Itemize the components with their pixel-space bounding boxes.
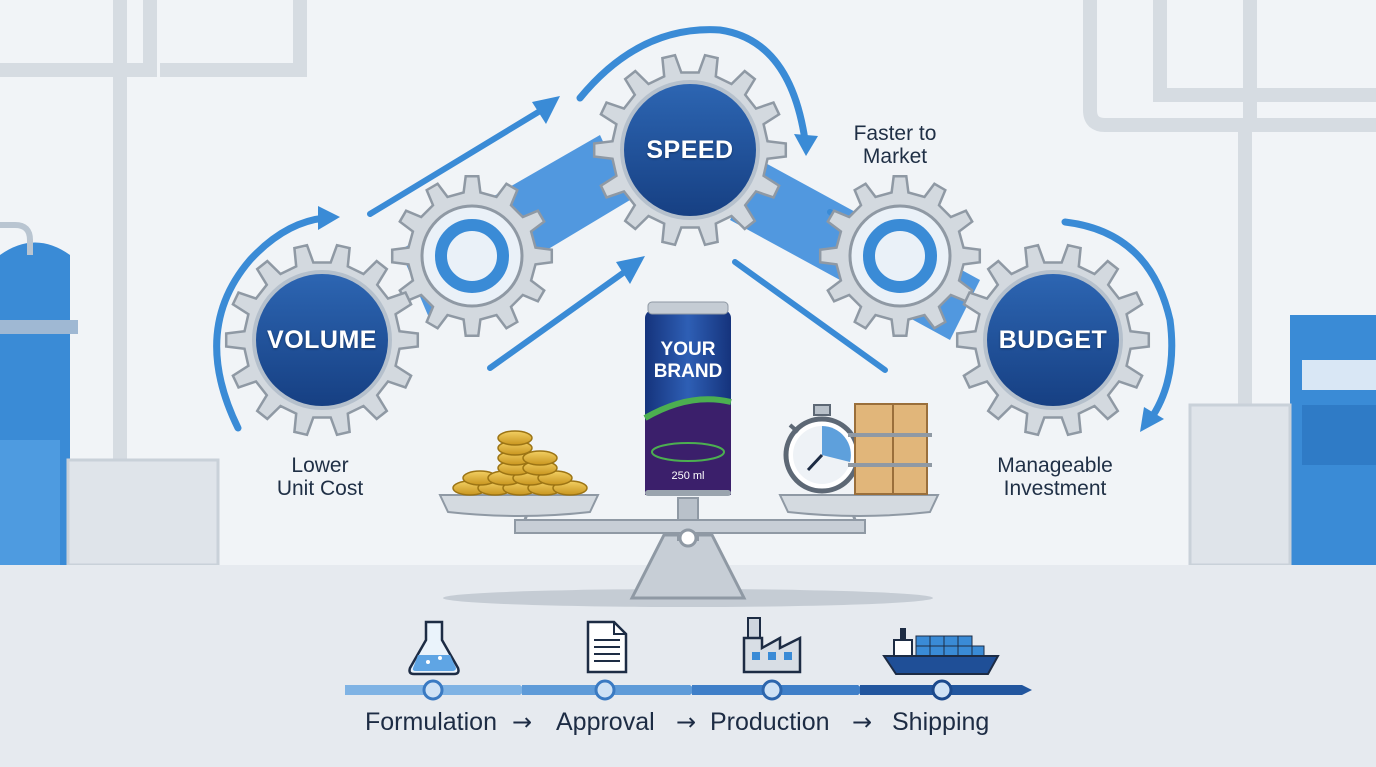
- gear-label-volume: VOLUME: [267, 326, 377, 354]
- background-pipes: [0, 0, 1376, 560]
- document-icon: [586, 620, 628, 674]
- can-text-your: YOUR: [660, 339, 716, 360]
- control-cabinet: [1188, 315, 1376, 567]
- gear-budget: [955, 243, 1151, 437]
- caption-budget-line2: Investment: [1003, 477, 1107, 501]
- can-text-brand: BRAND: [653, 361, 723, 382]
- coin: [522, 450, 558, 466]
- stopwatch-icon: [783, 404, 861, 494]
- small-gear-left: [390, 174, 554, 338]
- gear-speed: [592, 53, 788, 247]
- boxes-icon: [848, 403, 932, 495]
- step-arrow-3: →: [852, 708, 873, 736]
- caption-volume: Lower Unit Cost: [250, 454, 390, 500]
- brand-can: [643, 301, 732, 496]
- step-shipping: Shipping: [892, 708, 990, 736]
- gear-label-speed: SPEED: [646, 136, 734, 164]
- timeline-track: [345, 679, 1032, 701]
- step-arrow-1: →: [512, 708, 533, 736]
- step-approval: Approval: [556, 708, 655, 736]
- step-production: Production: [710, 708, 830, 736]
- caption-volume-line1: Lower: [291, 454, 349, 477]
- scale-icon: [438, 494, 940, 600]
- factory-icon: [742, 617, 802, 674]
- small-gear-right: [818, 174, 982, 338]
- gear-volume: [224, 243, 420, 437]
- gear-label-budget: BUDGET: [998, 326, 1108, 354]
- step-formulation: Formulation: [365, 708, 497, 736]
- step-arrow-2: →: [676, 708, 697, 736]
- can-volume: 250 ml: [671, 470, 705, 482]
- caption-budget-line1: Manageable: [997, 454, 1113, 477]
- caption-speed-line1: Faster to: [853, 122, 937, 145]
- caption-volume-line2: Unit Cost: [276, 477, 364, 501]
- caption-speed-line2: Market: [862, 145, 928, 169]
- storage-tank: [0, 222, 220, 567]
- coins-icon: [452, 430, 588, 496]
- flask-icon: [408, 620, 460, 676]
- caption-budget: Manageable Investment: [975, 454, 1135, 500]
- ship-icon: [882, 628, 1000, 675]
- flow-arrows: [213, 26, 1176, 432]
- gears-layer: [224, 53, 1151, 437]
- coin: [497, 430, 533, 446]
- caption-speed: Faster to Market: [825, 122, 965, 168]
